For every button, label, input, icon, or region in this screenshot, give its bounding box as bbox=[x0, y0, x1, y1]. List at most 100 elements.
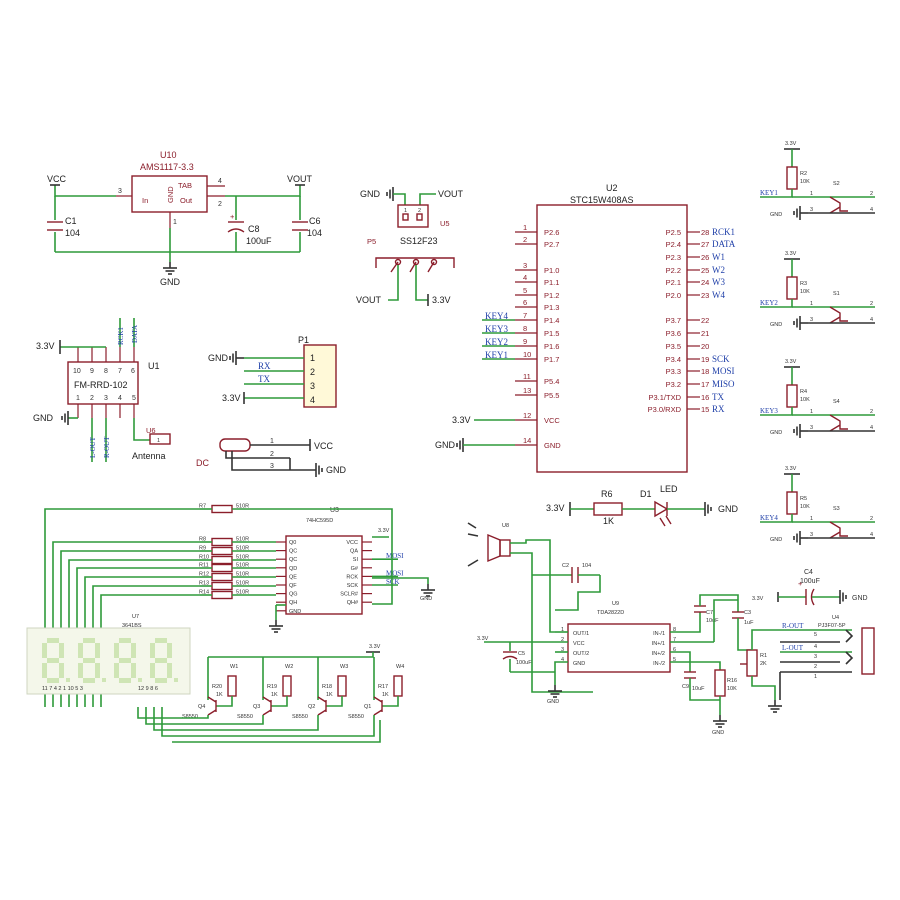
u10-pin-in: 3 bbox=[118, 188, 122, 195]
u3-net-label: SCK bbox=[386, 578, 400, 586]
u2-pin-num: 7 bbox=[523, 311, 527, 320]
pullup-resistor bbox=[786, 491, 798, 515]
pullup-value: 10K bbox=[800, 289, 810, 295]
u4-ref: U4 bbox=[832, 615, 839, 621]
segment-resistor-ref: R7 bbox=[199, 504, 206, 510]
transistor-emitter bbox=[262, 696, 272, 703]
u2-pin-num: 5 bbox=[523, 286, 527, 295]
base-resistor bbox=[227, 675, 237, 697]
slide-switch-p5: P5 SS12F23 VOUT 3.3V bbox=[356, 236, 455, 306]
pullup-resistor bbox=[786, 276, 798, 300]
c9-value: 10uF bbox=[692, 686, 705, 692]
switch-contact bbox=[829, 521, 848, 539]
r6-value: 1K bbox=[603, 516, 614, 526]
driver-wire bbox=[271, 696, 288, 707]
segment bbox=[155, 658, 167, 663]
base-resistor-value: 1K bbox=[216, 692, 223, 698]
u2-pin-name: P1.4 bbox=[544, 316, 559, 325]
driver-rail-wire bbox=[208, 652, 374, 658]
u10-gnd-label: GND bbox=[160, 277, 181, 287]
u2-pin-name: P2.3 bbox=[666, 253, 681, 262]
u3-pin-name: QH# bbox=[347, 600, 359, 606]
u5-pin2: 2 bbox=[418, 208, 421, 214]
u1-data: DATA bbox=[131, 325, 139, 343]
u9-pin-name: IN+/2 bbox=[652, 651, 665, 657]
segment-resistor-ref: R12 bbox=[199, 572, 209, 578]
u3-pin-name: QC bbox=[289, 557, 297, 563]
u3-33v: 3.3V bbox=[378, 528, 390, 534]
u2-pin-num: 10 bbox=[523, 350, 531, 359]
u8-ref: U8 bbox=[502, 523, 509, 529]
switch-pin: 3 bbox=[810, 317, 813, 323]
pullup-resistor bbox=[786, 384, 798, 408]
u2-pin-name: P3.5 bbox=[666, 342, 681, 351]
p1-gnd: GND bbox=[208, 353, 229, 363]
segment bbox=[95, 663, 100, 678]
u2-net-label: W3 bbox=[712, 277, 725, 287]
u2-pin-num: 20 bbox=[701, 342, 709, 351]
u9-pin-name: OUT/2 bbox=[573, 651, 589, 657]
switch-contact bbox=[829, 306, 848, 324]
u3-pin-name: SI bbox=[353, 557, 359, 563]
svg-text:+: + bbox=[230, 212, 235, 221]
u2-pin-name: P2.4 bbox=[666, 240, 681, 249]
u2-pin-name: P1.6 bbox=[544, 342, 559, 351]
c4-gnd: GND bbox=[852, 595, 868, 602]
segment bbox=[114, 643, 119, 658]
u1-pin-t1: 10 bbox=[73, 368, 81, 375]
u3-pin-name: QA bbox=[350, 549, 358, 555]
segment bbox=[131, 663, 136, 678]
segment bbox=[83, 638, 95, 643]
audio-jack-u4: U4 PJ3F07-5P R-OUT L-OUT 5 4 3 2 1 bbox=[779, 615, 875, 700]
u10-gnd: GND bbox=[166, 186, 175, 203]
u2-body bbox=[536, 204, 688, 473]
u6-ref: U6 bbox=[146, 426, 156, 435]
u1-pin-t4: 7 bbox=[118, 368, 122, 375]
switch-pin: 1 bbox=[810, 516, 813, 522]
segment-resistor-ref: R10 bbox=[199, 555, 209, 561]
u5-gnd-label: GND bbox=[360, 189, 381, 199]
segment-resistor-value: 510R bbox=[236, 572, 249, 578]
vcc-text: VCC bbox=[47, 174, 67, 184]
u1-33v: 3.3V bbox=[36, 341, 55, 351]
regulator-u10: U10 AMS1117-3.3 In TAB Out GND 3 4 2 1 bbox=[116, 150, 225, 228]
u2-pin-name: VCC bbox=[544, 416, 560, 425]
switch-gnd-symbol bbox=[793, 206, 801, 220]
c7-value: 10uF bbox=[706, 618, 719, 624]
switch-pin: 2 bbox=[870, 516, 873, 522]
segment-resistor bbox=[211, 581, 233, 591]
u9-pin-name: IN-/1 bbox=[653, 631, 665, 637]
segment-resistor bbox=[211, 563, 233, 573]
driver-w-label: W2 bbox=[285, 664, 293, 670]
u2-supply-wires bbox=[456, 419, 515, 453]
base-resistor-ref: R20 bbox=[212, 684, 222, 690]
u3-pin-name: QC bbox=[289, 549, 297, 555]
u4-lout: L-OUT bbox=[782, 644, 804, 652]
u2-pin-num: 12 bbox=[523, 411, 531, 420]
u1-wires: 3.3V RCK1 DATA GND L-OUT R-OUT bbox=[33, 318, 150, 462]
r16-value: 10K bbox=[727, 686, 737, 692]
seven-segment-digit bbox=[150, 638, 178, 683]
u3-pin-name: G# bbox=[351, 566, 359, 572]
u5-ref: U5 bbox=[440, 219, 450, 228]
u3-pin-name: QD bbox=[289, 566, 297, 572]
u6-label: Antenna bbox=[132, 451, 166, 461]
u2-pin-name: P1.0 bbox=[544, 266, 559, 275]
segment bbox=[167, 663, 172, 678]
c8-value: 100uF bbox=[246, 236, 272, 246]
audio-passives: C7 10uF C3 1uF C9 10uF R16 10K GND R1 2K bbox=[670, 594, 783, 736]
u5-pin1: 1 bbox=[404, 208, 407, 214]
transistor-part: S8550 bbox=[292, 714, 308, 720]
power-supply-wires bbox=[54, 185, 301, 262]
u2-key-net: KEY2 bbox=[485, 337, 508, 347]
u7-com: 12 9 8 6 bbox=[138, 686, 158, 692]
u9-gnd: GND bbox=[547, 699, 559, 705]
switch-contact bbox=[829, 414, 848, 432]
u9-pin-name: VCC bbox=[573, 641, 585, 647]
u3-pin-name: SCK bbox=[347, 583, 359, 589]
segment bbox=[47, 658, 59, 663]
